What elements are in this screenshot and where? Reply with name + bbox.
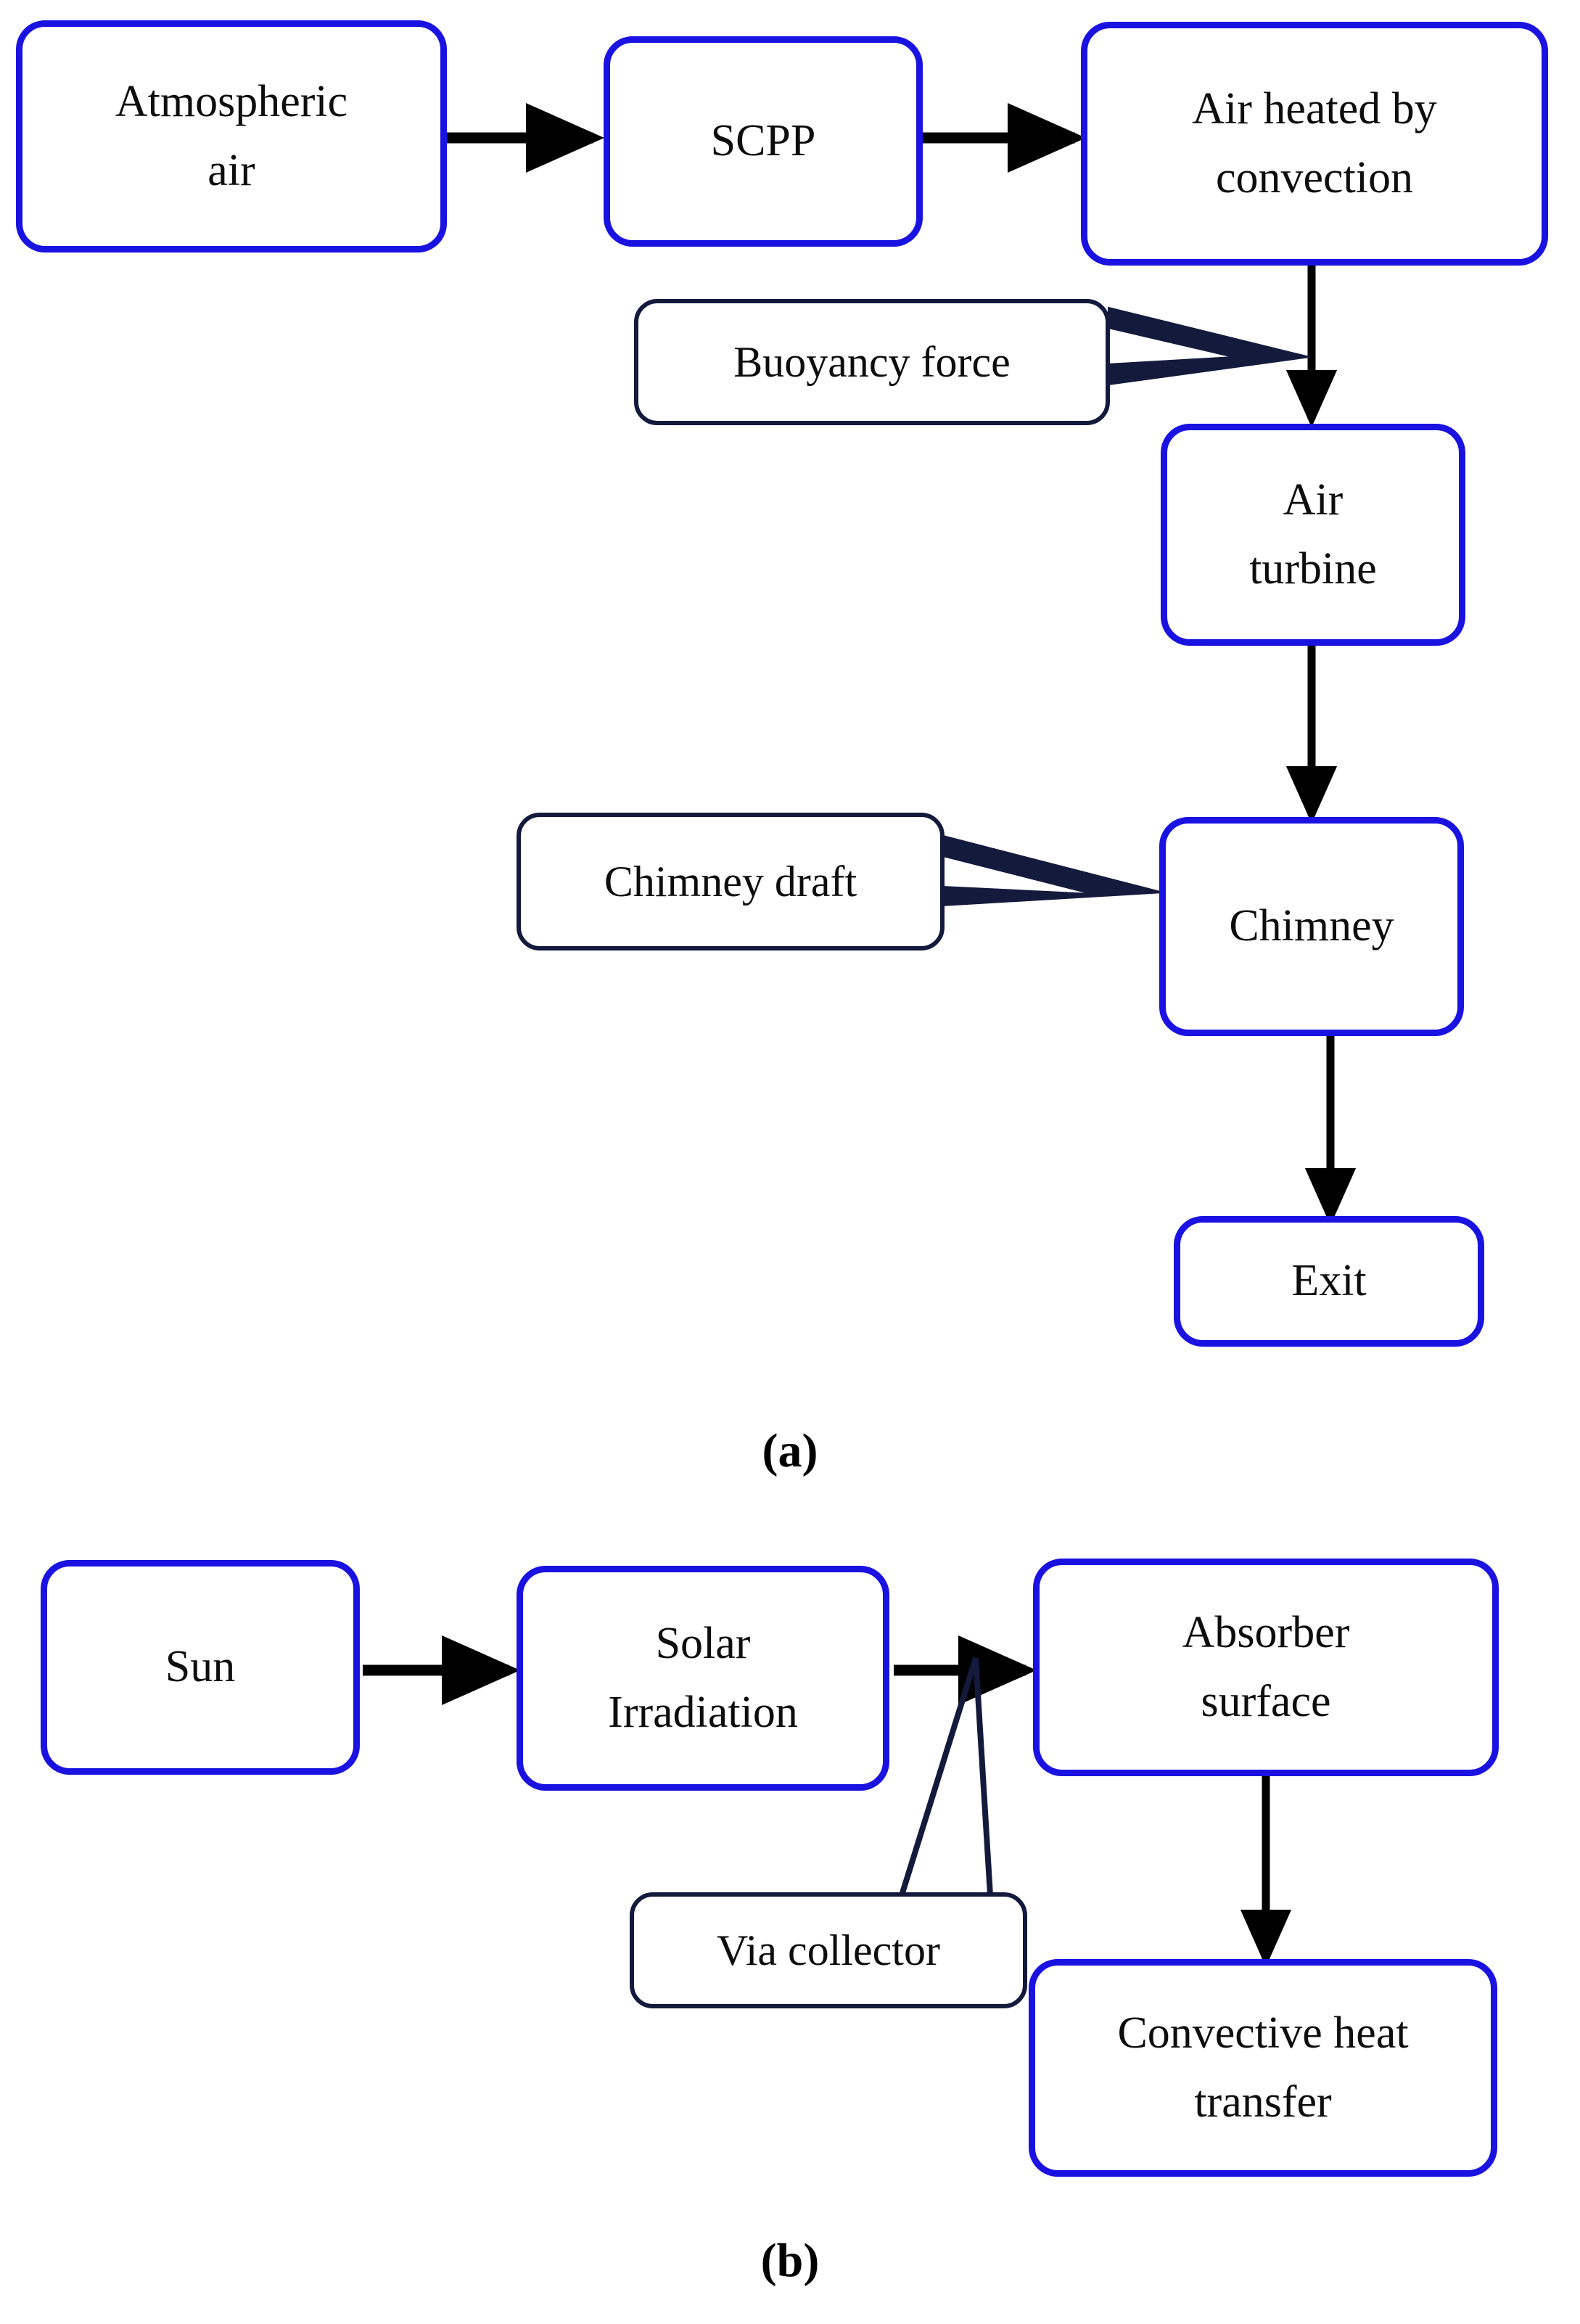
node-solar-irradiation-line-2: Irradiation bbox=[608, 1688, 798, 1737]
node-convective-heat-transfer[interactable]: Convective heat transfer bbox=[1029, 1959, 1497, 2177]
node-chimney[interactable]: Chimney bbox=[1159, 817, 1464, 1036]
node-exit[interactable]: Exit bbox=[1174, 1216, 1484, 1347]
node-absorber-surface-line-1: Absorber bbox=[1182, 1607, 1350, 1657]
node-air-heated-by-convection[interactable]: Air heated by convection bbox=[1081, 22, 1548, 266]
callout-buoyancy-force[interactable]: Buoyancy force bbox=[634, 299, 1110, 425]
node-air-turbine-line-2: turbine bbox=[1249, 544, 1377, 594]
callout-via-collector[interactable]: Via collector bbox=[630, 1892, 1027, 2008]
node-scpp-line-1: SCPP bbox=[710, 116, 816, 166]
node-absorber-surface[interactable]: Absorber surface bbox=[1033, 1559, 1499, 1776]
node-solar-irradiation-line-1: Solar bbox=[655, 1618, 751, 1668]
node-atmospheric-air-line-2: air bbox=[207, 146, 255, 195]
node-atmospheric-air[interactable]: Atmospheric air bbox=[16, 20, 447, 252]
buoyancy-force-pointer bbox=[1108, 306, 1310, 386]
node-absorber-surface-line-2: surface bbox=[1201, 1677, 1331, 1726]
via-collector-pointer-right bbox=[973, 1657, 993, 1896]
callout-chimney-draft-label: Chimney draft bbox=[604, 857, 857, 906]
node-solar-irradiation[interactable]: Solar Irradiation bbox=[517, 1566, 889, 1791]
panel-a-caption: (a) bbox=[762, 1424, 818, 1477]
callout-chimney-draft[interactable]: Chimney draft bbox=[517, 813, 945, 950]
node-air-heated-line-2: convection bbox=[1215, 153, 1413, 202]
node-exit-line-1: Exit bbox=[1291, 1256, 1367, 1306]
node-chimney-line-1: Chimney bbox=[1229, 901, 1394, 951]
chimney-draft-pointer bbox=[942, 834, 1164, 907]
node-scpp[interactable]: SCPP bbox=[604, 36, 923, 247]
node-convective-heat-transfer-line-2: transfer bbox=[1194, 2077, 1332, 2127]
node-sun-line-1: Sun bbox=[165, 1642, 236, 1692]
panel-b-caption: (b) bbox=[760, 2234, 820, 2287]
callout-buoyancy-force-label: Buoyancy force bbox=[733, 337, 1011, 386]
node-air-turbine-line-1: Air bbox=[1283, 475, 1344, 525]
node-air-turbine[interactable]: Air turbine bbox=[1161, 424, 1465, 646]
node-atmospheric-air-line-1: Atmospheric bbox=[115, 76, 348, 126]
node-sun[interactable]: Sun bbox=[41, 1560, 360, 1775]
node-convective-heat-transfer-line-1: Convective heat bbox=[1117, 2008, 1409, 2058]
node-air-heated-line-1: Air heated by bbox=[1192, 83, 1437, 134]
callout-via-collector-label: Via collector bbox=[717, 1926, 940, 1974]
via-collector-pointer-left bbox=[899, 1656, 979, 1897]
